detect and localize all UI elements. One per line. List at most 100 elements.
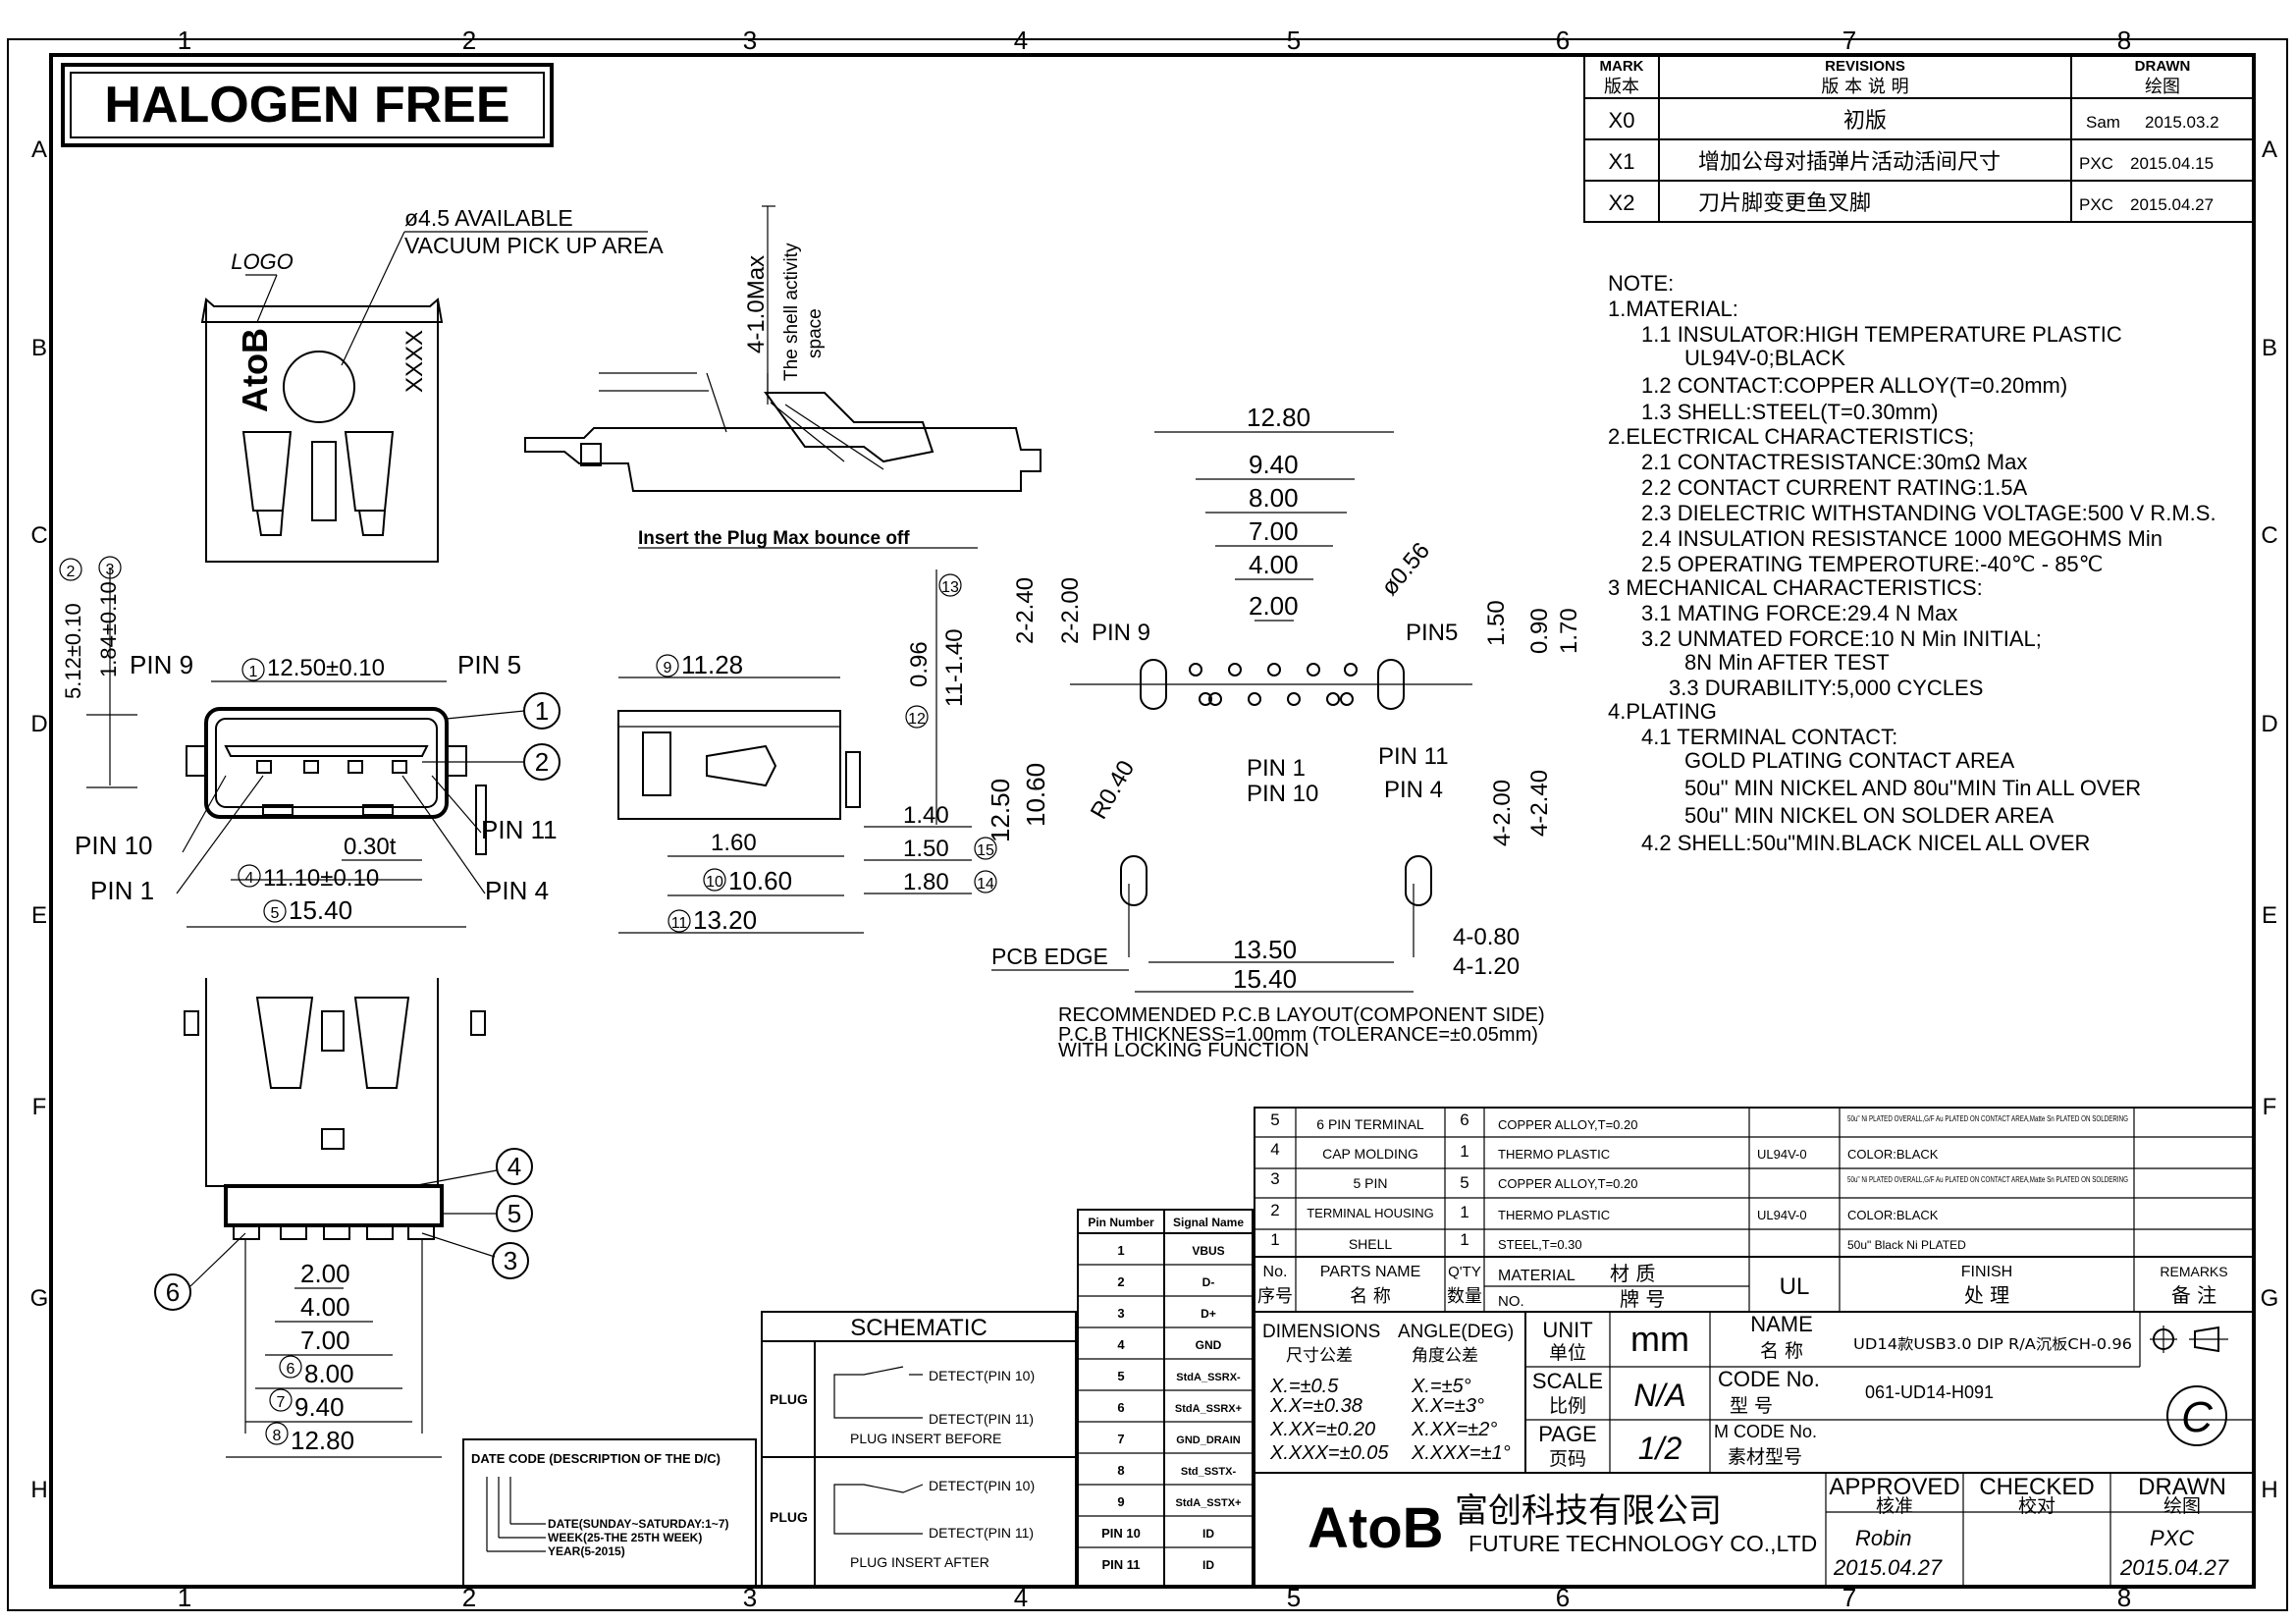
- callout-8: 8: [273, 1428, 282, 1444]
- bottom-dim-7-00: 7.00: [300, 1326, 350, 1355]
- pin-num: 7: [1117, 1432, 1124, 1446]
- bom-material: COPPER ALLOY,T=0.20: [1498, 1117, 1637, 1132]
- note-line: 3 MECHANICAL CHARACTERISTICS:: [1608, 575, 1983, 600]
- pin-signal: VBUS: [1192, 1244, 1224, 1258]
- tb-dimensions: DIMENSIONS: [1262, 1322, 1380, 1342]
- bom-h-qty-cn: 数量: [1447, 1286, 1482, 1307]
- company-name-cn: 富创科技有限公司: [1455, 1491, 1722, 1531]
- bom-name: CAP MOLDING: [1322, 1146, 1418, 1162]
- note-line: GOLD PLATING CONTACT AREA: [1684, 748, 2015, 773]
- note-line: 1.3 SHELL:STEEL(T=0.30mm): [1641, 400, 1939, 424]
- rev-mark: X0: [1609, 108, 1635, 133]
- callout-3-bottom: 3: [504, 1246, 517, 1275]
- brand-logo-text: AtoB: [235, 328, 275, 412]
- grid-row: B: [2262, 335, 2277, 361]
- pcb-dim-9-40: 9.40: [1249, 450, 1299, 479]
- note-line: 2.5 OPERATING TEMPEROTURE:-40℃ - 85℃: [1641, 552, 2103, 576]
- pin-num: PIN 10: [1101, 1526, 1141, 1541]
- callout-2: 2: [67, 564, 76, 580]
- pcb-hole: [1287, 692, 1301, 706]
- bom-material: COPPER ALLOY,T=0.20: [1498, 1176, 1637, 1191]
- dim-1-80: 1.80: [903, 869, 949, 895]
- callout-5: 5: [271, 905, 280, 922]
- pcb-dim-2-00: 2.00: [1249, 591, 1299, 621]
- bom-h-qty: Q'TY: [1448, 1264, 1481, 1280]
- pcb-radius: R0.40: [1086, 756, 1140, 824]
- grid-row: E: [2262, 902, 2277, 929]
- grid-col: 6: [1556, 26, 1570, 55]
- bom-h-name-cn: 名 称: [1350, 1286, 1391, 1307]
- shell-dim-label: 4-1.0Max: [743, 255, 770, 353]
- dim-1-84: 1.84±0.10: [96, 581, 121, 677]
- bom-material: THERMO PLASTIC: [1498, 1147, 1610, 1162]
- tb-scale-value: N/A: [1633, 1378, 1685, 1413]
- callout-4-bottom: 4: [507, 1152, 521, 1181]
- pcb-pin1: PIN 1: [1247, 755, 1306, 782]
- pcb-dim-0-90: 0.90: [1526, 608, 1553, 654]
- rev-desc: 增加公母对插弹片活动活间尺寸: [1698, 150, 2001, 175]
- grid-row: A: [31, 136, 47, 163]
- pin-signal: StdA_SSRX+: [1175, 1403, 1242, 1415]
- bom-h-name: PARTS NAME: [1320, 1264, 1421, 1280]
- rev-h-mark: MARK: [1600, 58, 1644, 75]
- pcb-dim-4-00: 4.00: [1249, 550, 1299, 579]
- tb-checked-cn: 校对: [2018, 1495, 2056, 1517]
- revisions-table: MARK 版本 REVISIONS 版 本 说 明 DRAWN 绘图 X0 初版…: [1583, 54, 2255, 223]
- pin-num: 8: [1117, 1463, 1124, 1478]
- pin-num: PIN 11: [1101, 1557, 1140, 1572]
- bom-h-finish-cn: 处 理: [1964, 1283, 2009, 1307]
- schematic-plug-2: PLUG: [770, 1509, 808, 1525]
- bom-h-finish: FINISH: [1961, 1264, 2012, 1280]
- schematic-before: PLUG INSERT BEFORE: [850, 1431, 1001, 1446]
- tb-page-cn: 页码: [1549, 1448, 1586, 1470]
- schematic-title: SCHEMATIC: [850, 1315, 988, 1341]
- grid-row: G: [30, 1285, 49, 1312]
- tb-drawn-date: 2015.04.27: [2119, 1555, 2229, 1580]
- bom-ul: UL94V-0: [1757, 1147, 1807, 1162]
- note-line: UL94V-0;BLACK: [1684, 346, 1845, 370]
- bom-no: 2: [1270, 1201, 1279, 1219]
- grid-col: 5: [1287, 1583, 1301, 1612]
- grid-col: 1: [178, 1583, 191, 1612]
- bom-qty: 5: [1460, 1173, 1468, 1192]
- bom-finish: 50u" Ni PLATED OVERALL,G/F Au PLATED ON …: [1847, 1175, 2128, 1184]
- schematic-plug-1: PLUG: [770, 1391, 808, 1407]
- pin-signal: GND_DRAIN: [1176, 1435, 1240, 1446]
- pcb-hole: [1248, 692, 1261, 706]
- pcb-dim-4-2-00: 4-2.00: [1489, 780, 1516, 846]
- shell-activity-note: The shell activity: [781, 243, 802, 381]
- pin-num: 2: [1117, 1274, 1124, 1289]
- grid-col: 8: [2117, 1583, 2131, 1612]
- grid-cols-bottom: 1 2 3 4 5 6 7 8: [178, 1583, 2131, 1612]
- dim-10-60: 10.60: [728, 866, 792, 895]
- grid-col: 6: [1556, 1583, 1570, 1612]
- pcb-dim-12-50: 12.50: [986, 779, 1015, 842]
- xxxx-mark: XXXX: [401, 330, 428, 393]
- pcb-hole: [1344, 663, 1358, 677]
- note-line: NOTE:: [1608, 271, 1674, 296]
- tb-code-value: 061-UD14-H091: [1865, 1382, 1994, 1402]
- tb-tol-4: X.XXX=±0.05: [1269, 1442, 1389, 1464]
- note-line: 4.2 SHELL:50u"MIN.BLACK NICEL ALL OVER: [1641, 831, 2090, 855]
- pin-num: 6: [1117, 1400, 1124, 1415]
- pin-signal: GND: [1196, 1338, 1222, 1352]
- outer-border: [7, 38, 2288, 1611]
- pin-signal: StdA_SSRX-: [1176, 1372, 1241, 1383]
- pcb-slot: [1120, 855, 1148, 906]
- grid-col: 7: [1842, 1583, 1856, 1612]
- tb-unit-value: mm: [1630, 1319, 1689, 1359]
- front-view: 5.12±0.10 1.84±0.10 2 3 PIN 9 PIN 5 1 12…: [59, 556, 561, 928]
- rev-who: Sam: [2086, 113, 2120, 132]
- tb-scale-cn: 比例: [1549, 1395, 1586, 1417]
- tb-page: PAGE: [1538, 1422, 1597, 1446]
- rev-h-drawn: DRAWN: [2135, 58, 2191, 75]
- pcb-hole: [1340, 692, 1354, 706]
- bottom-dim-4-00: 4.00: [300, 1292, 350, 1322]
- rev-desc: 刀片脚变更鱼叉脚: [1698, 191, 1871, 216]
- copyright-letter: C: [2181, 1393, 2214, 1441]
- callout-12: 12: [908, 711, 926, 728]
- grid-col: 3: [743, 1583, 757, 1612]
- pin-num: 1: [1117, 1243, 1124, 1258]
- pin9-label: PIN 9: [130, 650, 193, 679]
- side-view-2: 9 11.28 1.60 10 10.60 11 13.20 1.40 1.50…: [617, 569, 997, 935]
